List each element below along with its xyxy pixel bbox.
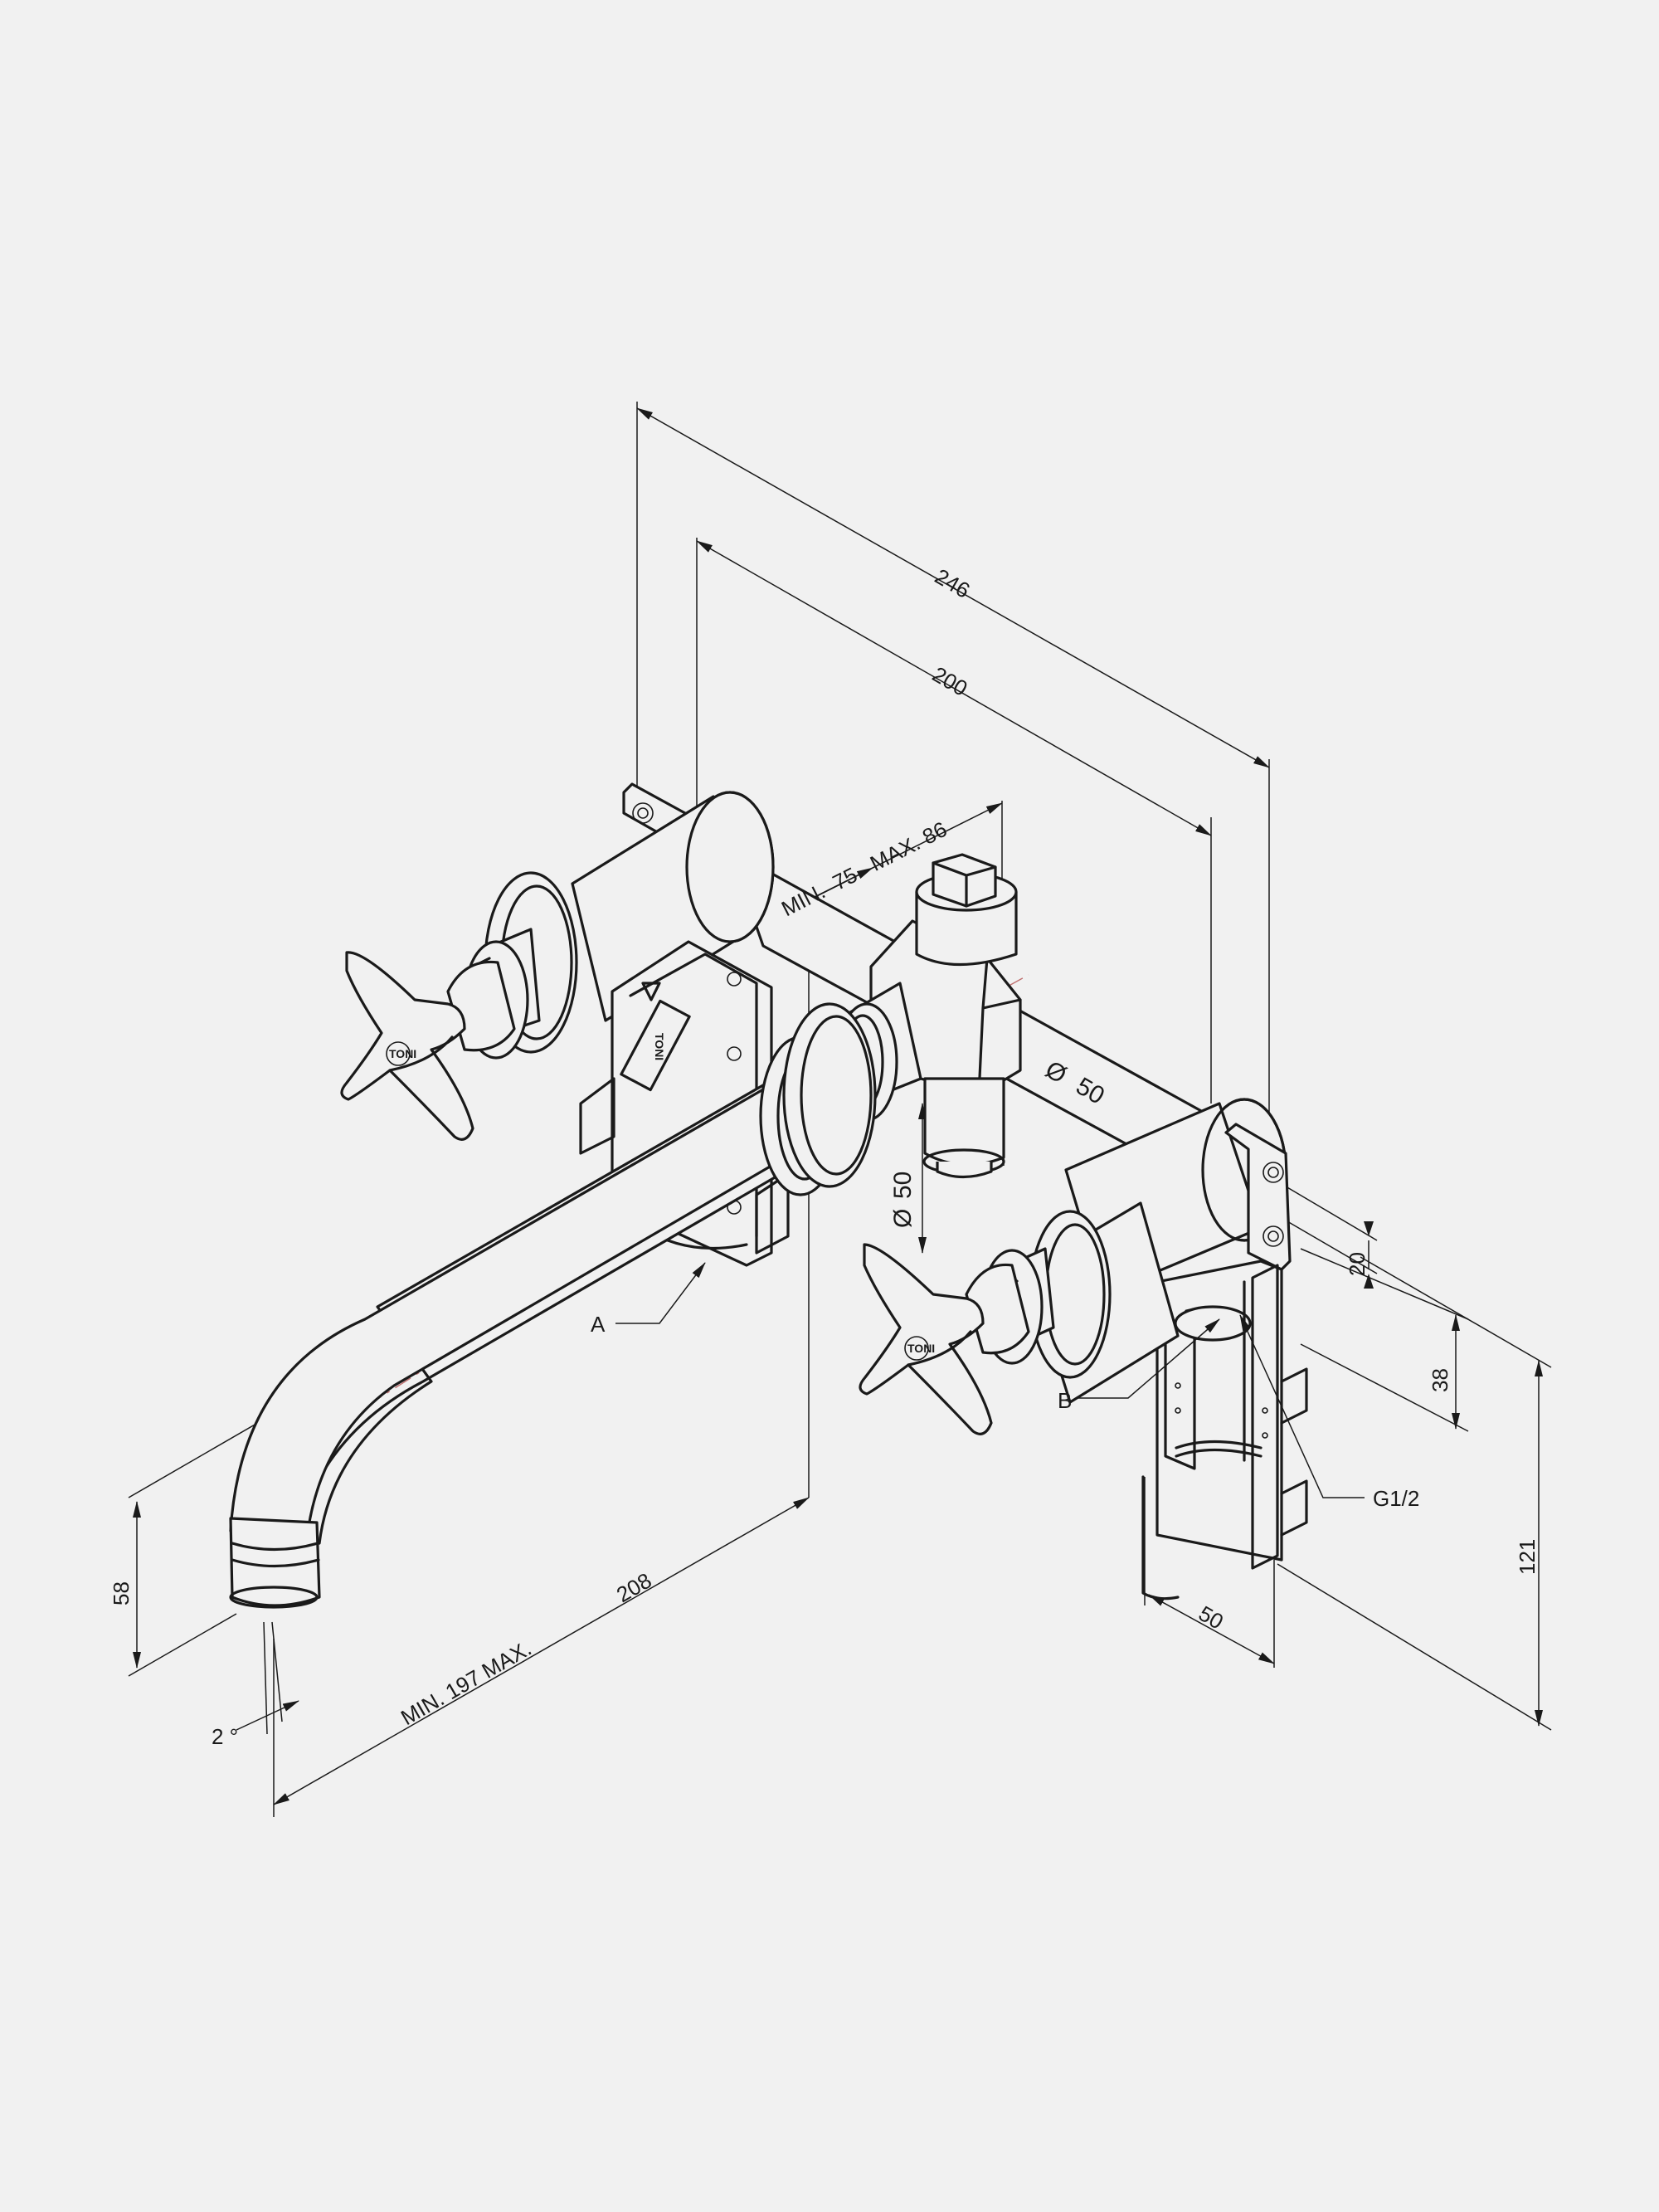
leader-lines bbox=[615, 1262, 1365, 1498]
spout bbox=[229, 1002, 877, 1609]
body-logo: TONI bbox=[653, 1033, 666, 1060]
dim-121: 121 bbox=[1515, 1539, 1540, 1575]
outlet-sleeve bbox=[1141, 1259, 1308, 1601]
dim-50-sleeve: 50 bbox=[1194, 1601, 1228, 1634]
dim-diameter-v-symbol: Ø bbox=[889, 1209, 917, 1228]
right-valve-front bbox=[980, 1201, 1180, 1404]
dim-min-197-max: MIN. 197 MAX. bbox=[397, 1635, 536, 1730]
dim-246: 246 bbox=[931, 563, 975, 603]
label-a: A bbox=[591, 1312, 606, 1337]
dim-58: 58 bbox=[109, 1581, 134, 1605]
dim-20: 20 bbox=[1345, 1252, 1370, 1276]
handle-logo-left: TONI bbox=[389, 1047, 416, 1060]
label-b: B bbox=[1058, 1388, 1072, 1413]
dim-angle: 2 ° bbox=[212, 1724, 238, 1749]
dim-38: 38 bbox=[1428, 1368, 1452, 1392]
dim-diameter-v: 50 bbox=[889, 1172, 917, 1199]
left-handle[interactable]: TONI bbox=[340, 951, 516, 1141]
dim-208: 208 bbox=[612, 1568, 656, 1608]
label-g12: G1/2 bbox=[1373, 1486, 1419, 1511]
right-handle[interactable]: TONI bbox=[859, 1243, 1030, 1435]
handle-logo-right: TONI bbox=[907, 1342, 935, 1355]
